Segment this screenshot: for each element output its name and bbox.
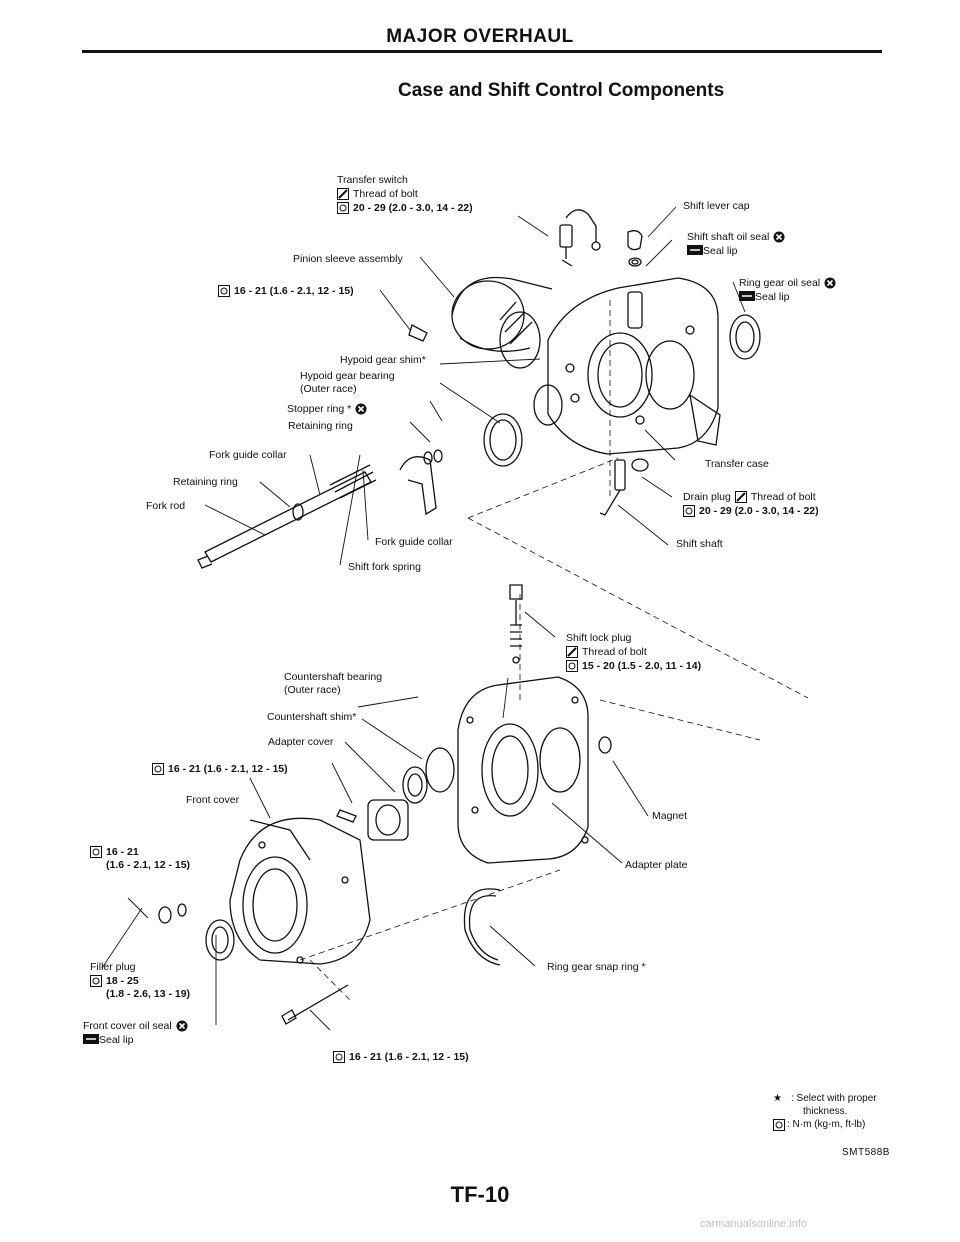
alignment-lines [299,300,809,1001]
label-adapter-plate: Adapter plate [625,859,688,871]
replace-part-icon [824,277,836,289]
thread-sealant-icon [337,188,349,200]
label-shift-lever-cap: Shift lever cap [683,200,750,212]
page-header-title: MAJOR OVERHAUL [386,26,574,47]
label-fork-guide-collar-lower: Fork guide collar [375,536,453,548]
torque-wrench-icon [218,285,230,297]
grease-icon [687,245,703,257]
label-retaining-ring-lower: Retaining ring [173,476,238,488]
legend-star-symbol: ★ [773,1093,782,1104]
label-countershaft-shim: Countershaft shim* [267,711,357,723]
label-countershaft-bearing: Countershaft bearing (Outer race) [284,671,383,696]
front-cover-part [229,817,371,965]
label-bottom-bolt-torque: 16 - 21 (1.6 - 2.1, 12 - 15) [333,1050,469,1064]
torque-wrench-icon [333,1051,345,1063]
ring-gear-snap-ring-part [463,888,501,966]
filler-plug-part [158,903,187,924]
shift-shaft-part [599,458,649,516]
transfer-case-part [547,277,721,455]
torque-wrench-icon [90,846,102,858]
label-front-cover: Front cover [186,794,240,806]
shift-lever-cap-part [627,230,643,267]
replace-part-icon [773,231,785,243]
long-bolt-part [281,984,349,1025]
figure-code: SMT588B [842,1147,890,1158]
label-fork-guide-collar-upper: Fork guide collar [209,449,287,461]
label-hypoid-gear-shim: Hypoid gear shim* [340,354,426,366]
thread-sealant-icon [566,646,578,658]
replace-part-icon [355,403,367,415]
label-shift-fork-spring: Shift fork spring [348,561,421,573]
front-cover-oil-seal-part [205,919,235,961]
section-title: Case and Shift Control Components [398,80,725,101]
ring-gear-oil-seal-part [729,314,761,360]
label-transfer-case: Transfer case [705,458,769,470]
replace-part-icon [176,1020,188,1032]
adapter-plate-part [457,676,612,864]
leader-lines [101,206,746,1031]
fork-rod-part [197,456,437,569]
shift-lock-plug-part [509,584,523,664]
label-adapter-cover: Adapter cover [268,736,334,748]
label-retaining-ring-upper: Retaining ring [288,420,353,432]
adapter-cover-part [336,799,409,841]
label-shift-lock-plug: Shift lock plug Thread of bolt 15 - 20 (… [566,632,702,672]
grease-icon [739,291,755,303]
label-transfer-switch: Transfer switch Thread of bolt 20 - 29 (… [337,174,473,214]
torque-wrench-icon [152,763,164,775]
label-front-cover-torque: 16 - 21 (1.6 - 2.1, 12 - 15) [90,845,190,872]
label-hypoid-gear-bearing: Hypoid gear bearing (Outer race) [300,370,395,395]
label-adapter-cover-torque: 16 - 21 (1.6 - 2.1, 12 - 15) [152,762,288,776]
label-shift-shaft: Shift shaft [676,538,723,550]
legend-star-text: : Select with proper [791,1093,877,1104]
pinion-sleeve-assembly-part [408,276,553,369]
label-fork-rod: Fork rod [146,500,186,512]
legend-torque-text: : N·m (kg-m, ft-lb) [787,1119,866,1130]
page-number: TF-10 [450,1182,510,1207]
label-front-cover-oil-seal: Front cover oil seal Seal lip [83,1019,188,1047]
label-filler-plug: Filler plug 18 - 25 (1.8 - 2.6, 13 - 19) [90,961,191,1000]
torque-wrench-icon [566,660,578,672]
label-ring-gear-oil-seal: Ring gear oil seal Seal lip [739,276,836,304]
legend-star-text-2: thickness. [803,1106,848,1117]
label-ring-gear-snap-ring: Ring gear snap ring * [547,961,646,973]
torque-wrench-icon [337,202,349,214]
countershaft-rings-part [402,747,455,804]
torque-wrench-icon [90,975,102,987]
torque-wrench-icon [683,505,695,517]
label-shift-shaft-oil-seal: Shift shaft oil seal Seal lip [687,230,785,258]
header-rule [82,50,882,53]
label-pinion-sleeve-assembly: Pinion sleeve assembly [293,253,403,265]
legend: ★ : Select with proper thickness. : N·m (… [773,1092,877,1131]
label-magnet: Magnet [652,810,688,822]
grease-icon [83,1034,99,1046]
hypoid-rings-part [423,384,563,467]
label-pinion-torque: 16 - 21 (1.6 - 2.1, 12 - 15) [218,284,354,298]
thread-sealant-icon [734,491,747,503]
watermark: carmanualsonline.info [700,1218,808,1230]
label-stopper-ring: Stopper ring * [287,402,367,416]
transfer-switch-part [559,209,601,267]
torque-wrench-icon [773,1118,785,1131]
